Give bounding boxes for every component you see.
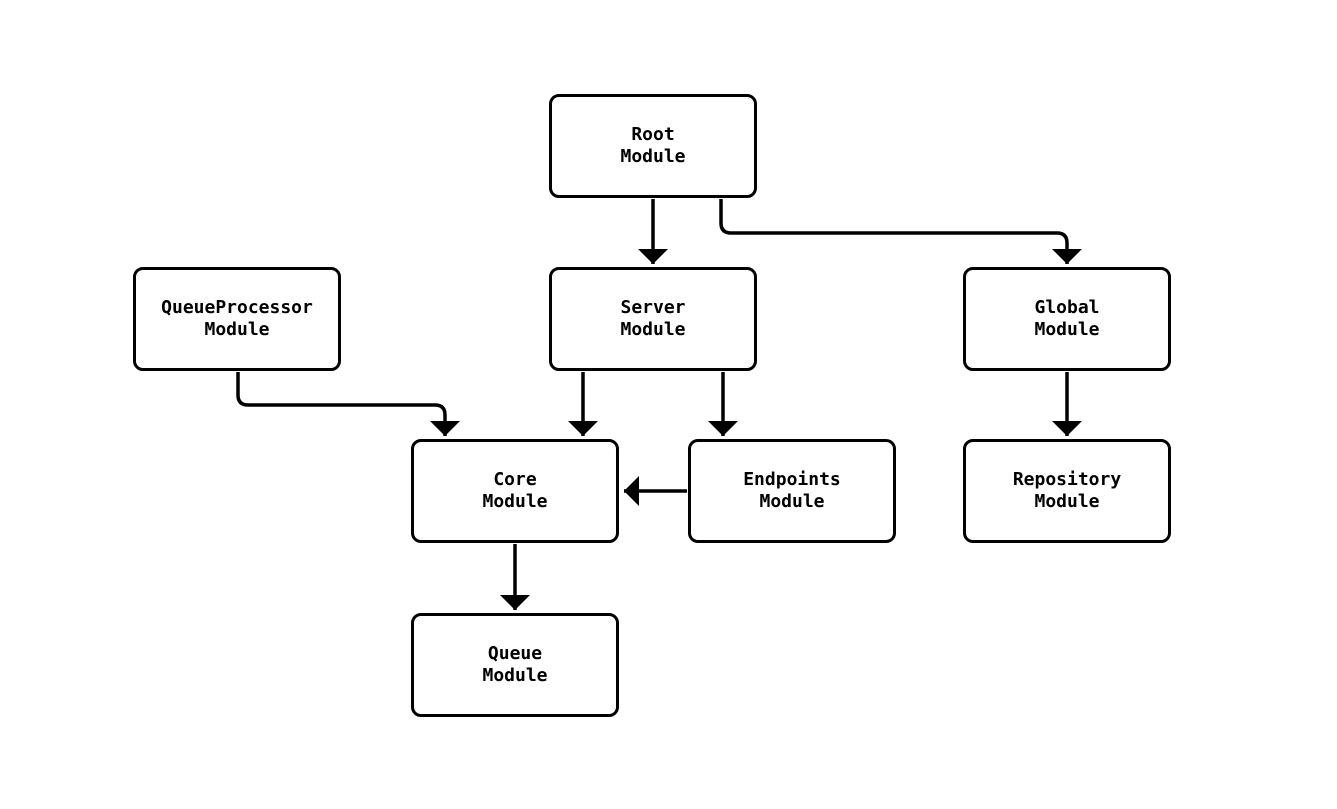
edge-root-to-global: [719, 199, 1082, 264]
node-label-line: Root: [631, 124, 675, 145]
node-label-line: Module: [482, 665, 548, 686]
node-label-line: Module: [620, 319, 686, 340]
node-label-line: Module: [204, 319, 270, 340]
node-label-line: Server: [620, 297, 686, 318]
node-label-line: Repository: [1012, 469, 1122, 490]
node-label-line: Module: [1034, 491, 1100, 512]
node-label-line: Module: [620, 146, 686, 167]
node-label-line: Module: [1034, 319, 1100, 340]
node-label-line: QueueProcessor: [161, 297, 313, 318]
node-label-line: Global: [1034, 297, 1100, 318]
node-label-line: Queue: [487, 643, 543, 664]
node-label-line: Endpoints: [743, 469, 841, 490]
node-label-line: Module: [759, 491, 825, 512]
node-label-line: Module: [482, 491, 548, 512]
edge-group: [236, 199, 1082, 610]
edge-queueprocessor-to-core: [236, 372, 460, 436]
node-label-line: Core: [493, 469, 537, 490]
